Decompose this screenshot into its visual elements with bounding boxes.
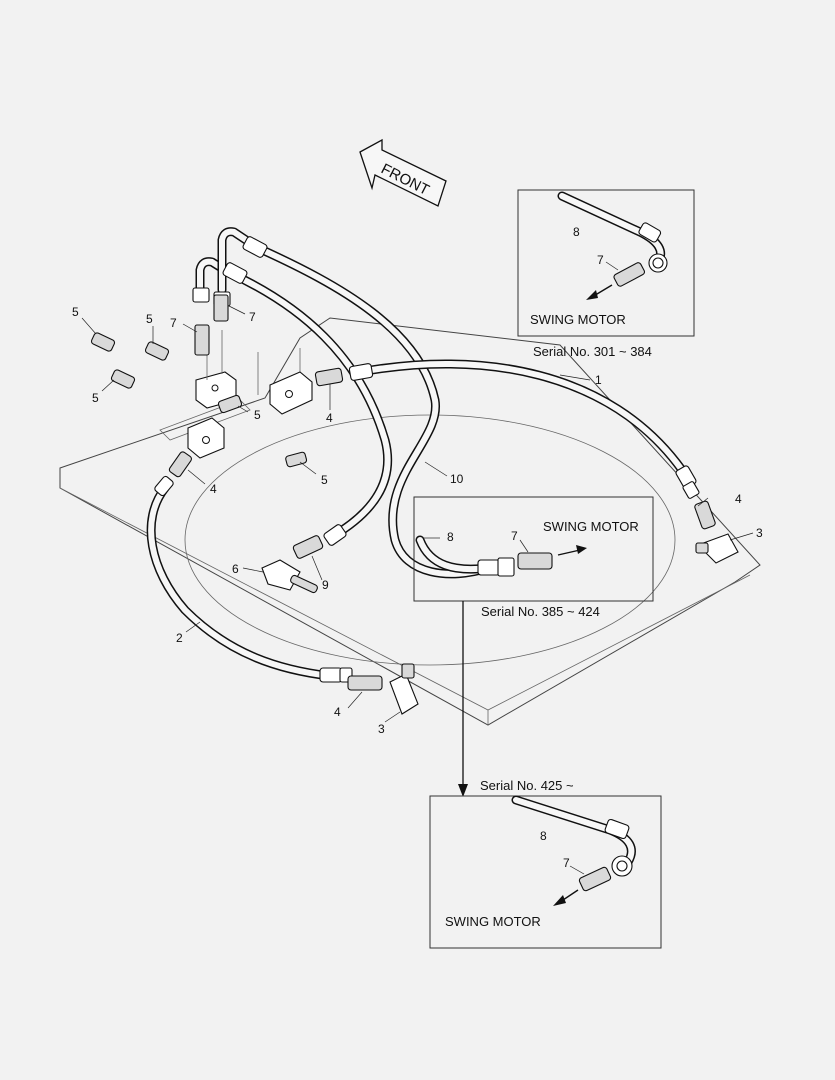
inset-mid-part-8: 8 (447, 530, 454, 544)
upper-frame-plate (59, 317, 761, 726)
callouts: 5 5 5 5 5 7 7 4 4 4 4 3 3 6 9 10 1 2 (72, 305, 763, 736)
callout-9: 9 (322, 578, 329, 592)
inset-bottom-part-8: 8 (540, 829, 547, 843)
callout-4: 4 (326, 411, 333, 425)
callout-6: 6 (232, 562, 239, 576)
inset-top-part-8: 8 (573, 225, 580, 239)
callout-3: 3 (756, 526, 763, 540)
inset-connector-arrow (458, 601, 468, 797)
callout-5: 5 (254, 408, 261, 422)
inset-mid-serial: Serial No. 385 ~ 424 (481, 604, 600, 619)
callout-4: 4 (210, 482, 217, 496)
callout-5: 5 (321, 473, 328, 487)
inset-top-part-7: 7 (597, 253, 604, 267)
callout-7: 7 (170, 316, 177, 330)
inset-mid-part-7: 7 (511, 529, 518, 543)
callout-2: 2 (176, 631, 183, 645)
callout-10: 10 (450, 472, 464, 486)
callout-4: 4 (334, 705, 341, 719)
callout-7: 7 (249, 310, 256, 324)
inset-serial-385-424: 8 7 SWING MOTOR Serial No. 385 ~ 424 (413, 496, 654, 619)
inset-bottom-serial: Serial No. 425 ~ (480, 778, 574, 793)
inset-top-serial: Serial No. 301 ~ 384 (533, 344, 652, 359)
inset-serial-425: Serial No. 425 ~ 8 7 SWING MOTOR (429, 778, 662, 949)
hose-8 (217, 227, 493, 579)
callout-4: 4 (735, 492, 742, 506)
callout-5: 5 (92, 391, 99, 405)
adapter-fittings (90, 294, 739, 715)
inset-top-destination: SWING MOTOR (530, 312, 626, 327)
hose-1 (355, 359, 695, 490)
inset-bottom-destination: SWING MOTOR (445, 914, 541, 929)
callout-5: 5 (72, 305, 79, 319)
hose-10 (195, 257, 393, 541)
hose-2 (146, 483, 335, 681)
inset-mid-destination: SWING MOTOR (543, 519, 639, 534)
inset-bottom-part-7: 7 (563, 856, 570, 870)
callout-5: 5 (146, 312, 153, 326)
callout-3: 3 (378, 722, 385, 736)
front-direction-arrow: FRONT (359, 138, 447, 207)
callout-1: 1 (595, 373, 602, 387)
inset-serial-301-384: 8 7 SWING MOTOR Serial No. 301 ~ 384 (517, 189, 695, 359)
